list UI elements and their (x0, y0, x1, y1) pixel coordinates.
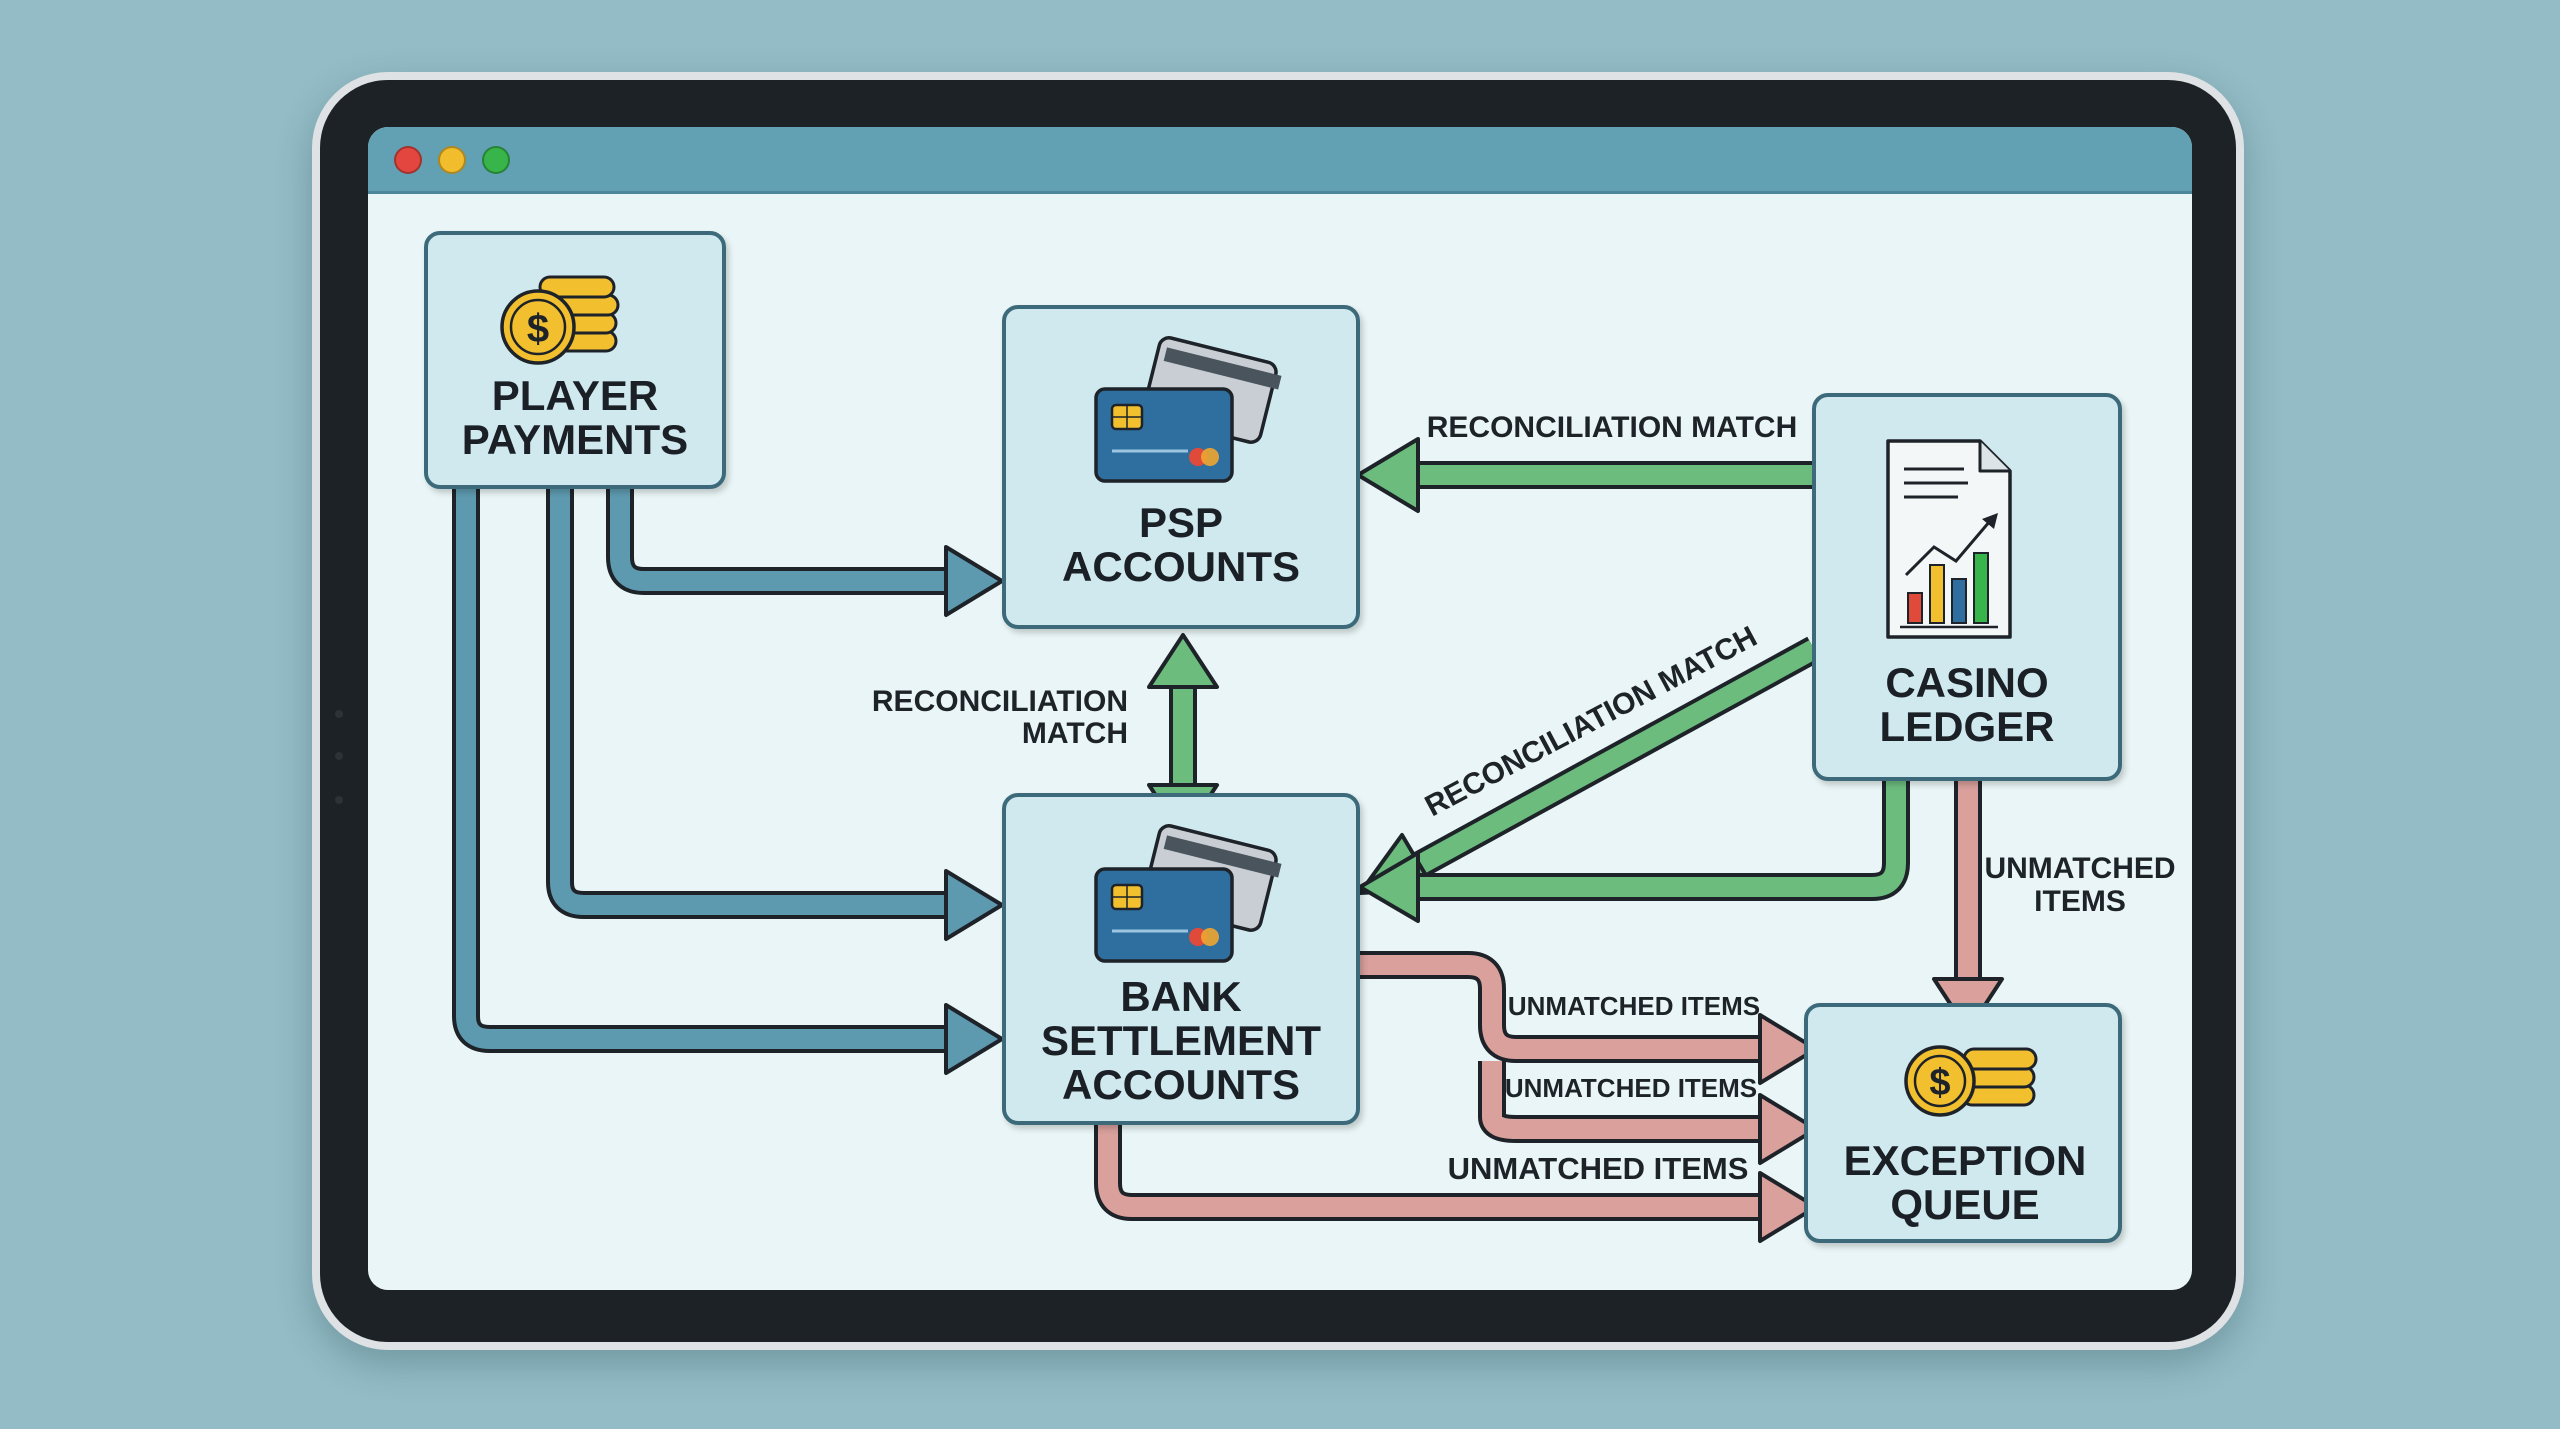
edge-label-unmatched-2: UNMATCHED ITEMS (1505, 1073, 1757, 1103)
node-psp-accounts[interactable]: PSP ACCOUNTS (1002, 305, 1360, 629)
edge-label-recon-ledger-bank: RECONCILIATION MATCH (1420, 620, 1763, 823)
node-label-line2: PAYMENTS (462, 416, 688, 463)
window-titlebar (368, 127, 2192, 194)
flow-player-to-bank-2 (452, 487, 1004, 1075)
node-label-line2: ACCOUNTS (1062, 543, 1300, 590)
node-label-line3: ACCOUNTS (1062, 1061, 1300, 1108)
camera-dot (335, 710, 343, 718)
svg-text:$: $ (527, 307, 549, 351)
coins-icon: $ (500, 275, 620, 365)
flow-bank-to-exception-1 (1360, 951, 1818, 1085)
flow-bank-to-exception-2 (1478, 1061, 1818, 1165)
flow-ledger-to-exception (1932, 781, 2004, 1033)
flow-player-to-psp (606, 487, 1004, 617)
sensor-dot (335, 796, 343, 804)
node-exception-queue[interactable]: $ EXCEPTION QUEUE (1804, 1003, 2122, 1243)
edge-label-recon-psp-bank-line1: RECONCILIATION (872, 685, 1128, 718)
edge-label-unmatched-ledger-line2: ITEMS (2034, 885, 2126, 918)
edge-label-unmatched-ledger-line1: UNMATCHED (1984, 852, 2175, 885)
coins-icon: $ (1904, 1045, 2038, 1117)
flow-ledger-to-bank-diagonal (1358, 636, 1821, 895)
flow-ledger-to-bank-elbow (1358, 781, 1910, 923)
node-label-line1: BANK (1120, 973, 1241, 1020)
flow-bank-to-exception-3 (1094, 1123, 1818, 1243)
app-window: $ PLAYER PAYMENTS PSP ACCOUNTS (368, 127, 2192, 1290)
sensor-dot (335, 752, 343, 760)
node-casino-ledger[interactable]: CASINO LEDGER (1812, 393, 2122, 781)
node-label-line1: CASINO (1885, 659, 2048, 706)
edge-label-recon-ledger-psp: RECONCILIATION MATCH (1427, 411, 1798, 444)
minimize-button[interactable] (438, 146, 466, 174)
edge-label-unmatched-3: UNMATCHED ITEMS (1448, 1151, 1749, 1186)
node-label-line1: EXCEPTION (1844, 1137, 2087, 1184)
close-button[interactable] (394, 146, 422, 174)
node-player-payments[interactable]: $ PLAYER PAYMENTS (424, 231, 726, 489)
node-label-line2: LEDGER (1879, 703, 2054, 750)
flow-player-to-bank (546, 487, 1004, 941)
edge-label-recon-psp-bank-line2: MATCH (1022, 717, 1128, 750)
flow-ledger-to-psp (1356, 437, 1814, 513)
ledger-chart-icon (1886, 439, 2012, 639)
cards-icon (1094, 824, 1282, 963)
reconciliation-flow-diagram: $ PLAYER PAYMENTS PSP ACCOUNTS (424, 231, 2176, 1243)
node-label-line1: PSP (1139, 499, 1223, 546)
node-label-line1: PLAYER (492, 372, 659, 419)
node-label-line2: QUEUE (1890, 1181, 2039, 1228)
edge-label-unmatched-1: UNMATCHED ITEMS (1508, 991, 1760, 1021)
svg-text:$: $ (1929, 1062, 1950, 1104)
maximize-button[interactable] (482, 146, 510, 174)
cards-icon (1094, 336, 1282, 483)
node-bank-settlement-accounts[interactable]: BANK SETTLEMENT ACCOUNTS (1002, 793, 1360, 1125)
node-label-line2: SETTLEMENT (1041, 1017, 1321, 1064)
